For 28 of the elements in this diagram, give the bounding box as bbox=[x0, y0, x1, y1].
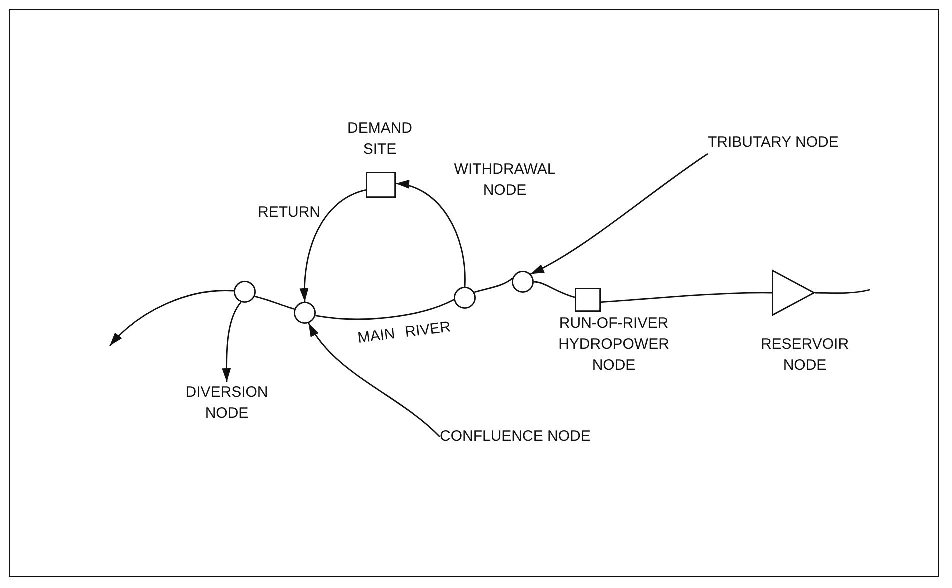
river-line bbox=[534, 281, 576, 298]
node-label: DIVERSION NODE bbox=[184, 383, 270, 424]
junction-circle bbox=[294, 302, 316, 324]
node-caption: RUN-OF-RIVER HYDROPOWER NODE bbox=[558, 314, 670, 376]
edge-label: MAIN RIVER bbox=[356, 318, 452, 349]
junction-circle bbox=[512, 271, 534, 293]
river-line bbox=[316, 299, 454, 320]
node-label: CONFLUENCE NODE bbox=[440, 427, 592, 447]
part-label: WITHDRAWAL NODE bbox=[453, 160, 557, 201]
node-caption: DEMAND SITE bbox=[346, 119, 414, 160]
river-line bbox=[308, 322, 440, 438]
river-line bbox=[815, 289, 870, 294]
site-square bbox=[366, 172, 396, 198]
river-line bbox=[109, 290, 234, 346]
site-square bbox=[575, 288, 601, 312]
reservoir-triangle bbox=[772, 270, 815, 316]
river-line bbox=[254, 296, 295, 310]
node-label: TRIBUTARY NODE bbox=[708, 133, 840, 153]
river-line bbox=[530, 153, 708, 275]
edge-label: RETURN bbox=[258, 203, 320, 223]
river-line bbox=[600, 292, 772, 304]
river-line bbox=[222, 302, 242, 382]
river-line bbox=[396, 181, 466, 287]
river-line bbox=[474, 278, 514, 294]
junction-circle bbox=[234, 281, 256, 303]
node-caption: RESERVOIR NODE bbox=[760, 335, 850, 376]
river-line bbox=[300, 190, 366, 302]
junction-circle bbox=[454, 287, 476, 309]
